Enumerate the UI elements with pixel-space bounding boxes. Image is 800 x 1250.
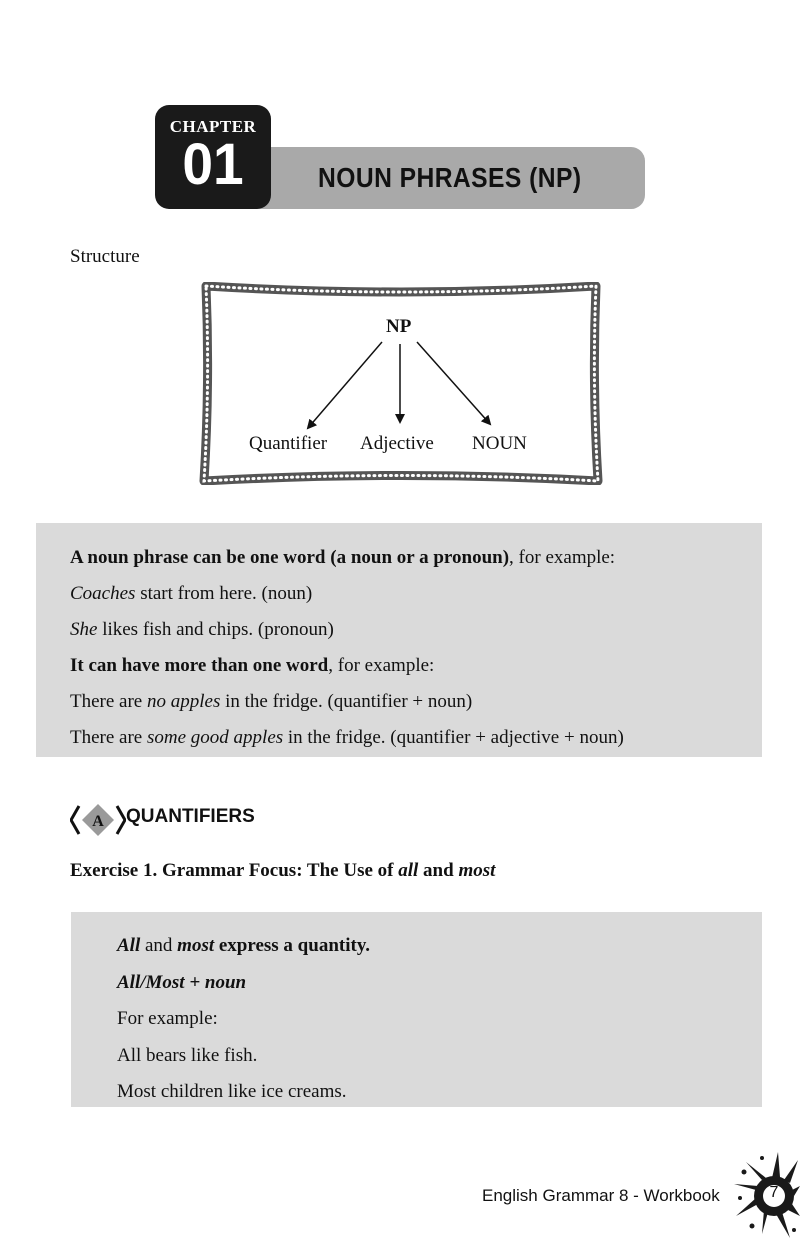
example-line: Most children like ice creams. [117,1081,347,1102]
rule-formula: All/Most + noun [117,971,247,993]
chapter-badge: CHAPTER 01 [155,105,271,209]
rule-line: For example: [117,1008,218,1029]
chapter-label: CHAPTER [169,117,257,136]
grammar-rule-box: All and most express a quantity. All/Mos… [71,912,762,1107]
explanation-line: It can have more than one word, for exam… [70,655,435,676]
svg-text:A: A [92,813,104,830]
page-number-badge: 7 [732,1150,800,1242]
diagram-node-adjective: Adjective [360,433,434,454]
section-title: QUANTIFIERS [126,806,255,827]
diagram-node-noun: NOUN [472,433,527,454]
diagram-node-quantifier: Quantifier [249,433,328,454]
footer-book-title: English Grammar 8 - Workbook [482,1186,720,1205]
example-line: All bears like fish. [117,1044,258,1066]
exercise-title: Exercise 1. Grammar Focus: The Use of al… [70,860,496,881]
example-line: She likes fish and chips. (pronoun) [70,619,334,640]
example-line: There are no apples in the fridge. (quan… [70,691,473,712]
np-structure-diagram: NP Quantifier Adjective NOUN [196,282,606,485]
diagram-root-np: NP [386,316,412,337]
chapter-number: 01 [182,132,244,197]
chapter-title-bar [250,147,645,209]
section-heading-quantifiers: A QUANTIFIERS [70,800,370,840]
page-number: 7 [769,1184,779,1201]
section-a-diamond-icon: A [70,804,126,836]
noun-phrase-explanation-box: A noun phrase can be one word (a noun or… [36,523,762,757]
example-line: There are some good apples in the fridge… [70,727,624,748]
chapter-title: NOUN PHRASES (NP) [318,162,582,193]
arrow-to-quantifier [306,341,383,430]
structure-heading: Structure [70,246,140,267]
diagram-frame [199,282,603,485]
arrow-to-noun [416,341,492,426]
explanation-line: A noun phrase can be one word (a noun or… [70,547,616,568]
rule-line: All and most express a quantity. [117,935,371,956]
ink-splash-icon [734,1152,800,1238]
example-line: Coaches start from here. (noun) [70,583,313,604]
